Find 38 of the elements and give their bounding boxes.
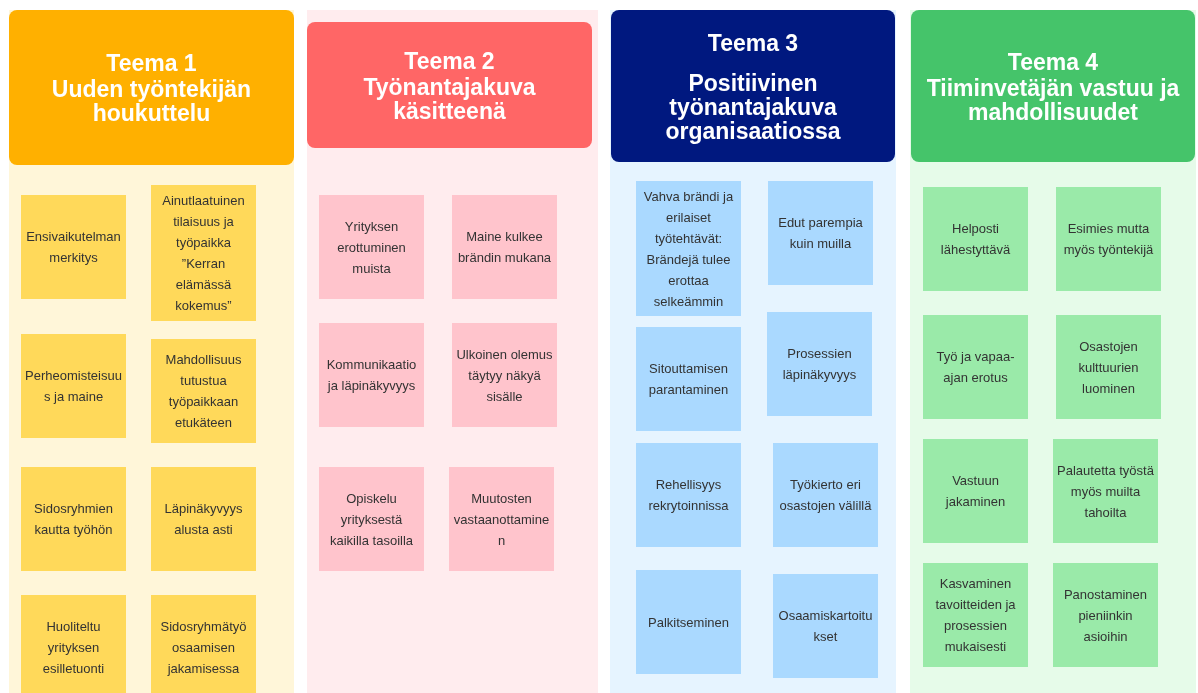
sticky-note: Ensivaikutelman merkitys	[21, 195, 126, 299]
sticky-note: Opiskelu yrityksestä kaikilla tasoilla	[319, 467, 424, 571]
sticky-note: Työkierto eri osastojen välillä	[773, 443, 878, 547]
sticky-note: Sidosryhmien kautta työhön	[21, 467, 126, 571]
sticky-note: Kommunikaatio ja läpinäkyvyys	[319, 323, 424, 427]
sticky-note: Esimies mutta myös työntekijä	[1056, 187, 1161, 291]
theme-header: Teema 3 Positiivinen työnantajakuva organisaatiossa	[611, 10, 895, 162]
sticky-note: Helposti lähestyttävä	[923, 187, 1028, 291]
sticky-note: Edut parempia kuin muilla	[768, 181, 873, 285]
sticky-note: Ainutlaatuinen tilaisuus ja työpaikka ”Kerran elämässä kokemus”	[151, 185, 256, 321]
theme-header: Teema 2 Työnantajakuva käsitteenä	[307, 22, 592, 148]
sticky-note: Huoliteltu yrityksen esilletuonti	[21, 595, 126, 693]
sticky-note: Sitouttamisen parantaminen	[636, 327, 741, 431]
sticky-note: Kasvaminen tavoitteiden ja prosessien mukaisesti	[923, 563, 1028, 667]
theme-header: Teema 1 Uuden työntekijän houkuttelu	[9, 10, 294, 165]
sticky-note: Työ ja vapaa-ajan erotus	[923, 315, 1028, 419]
sticky-note: Vahva brändi ja erilaiset työtehtävät: Brändejä tulee erottaa selkeämmin	[636, 181, 741, 316]
sticky-note: Osastojen kulttuurien luominen	[1056, 315, 1161, 419]
theme-column-panel	[307, 10, 598, 693]
theme-header: Teema 4 Tiiminvetäjän vastuu ja mahdollisuudet	[911, 10, 1195, 162]
sticky-note: Prosessien läpinäkyvyys	[767, 312, 872, 416]
sticky-note: Palautetta työstä myös muilta tahoilta	[1053, 439, 1158, 543]
sticky-note: Muutosten vastaanottaminen	[449, 467, 554, 571]
sticky-note: Perheomisteisuus ja maine	[21, 334, 126, 438]
sticky-note: Rehellisyys rekrytoinnissa	[636, 443, 741, 547]
theme-column-panel	[9, 10, 294, 693]
sticky-note: Ulkoinen olemus täytyy näkyä sisälle	[452, 323, 557, 427]
sticky-note: Maine kulkee brändin mukana	[452, 195, 557, 299]
sticky-note: Palkitseminen	[636, 570, 741, 674]
sticky-note: Mahdollisuus tutustua työpaikkaan etukäteen	[151, 339, 256, 443]
theme-column-panel	[910, 10, 1196, 693]
sticky-note: Läpinäkyvyys alusta asti	[151, 467, 256, 571]
theme-column-panel	[610, 10, 896, 693]
sticky-note: Yrityksen erottuminen muista	[319, 195, 424, 299]
sticky-note: Panostaminen pieniinkin asioihin	[1053, 563, 1158, 667]
sticky-note: Sidosryhmätyö osaamisen jakamisessa	[151, 595, 256, 693]
sticky-note: Vastuun jakaminen	[923, 439, 1028, 543]
sticky-note: Osaamiskartoitukset	[773, 574, 878, 678]
